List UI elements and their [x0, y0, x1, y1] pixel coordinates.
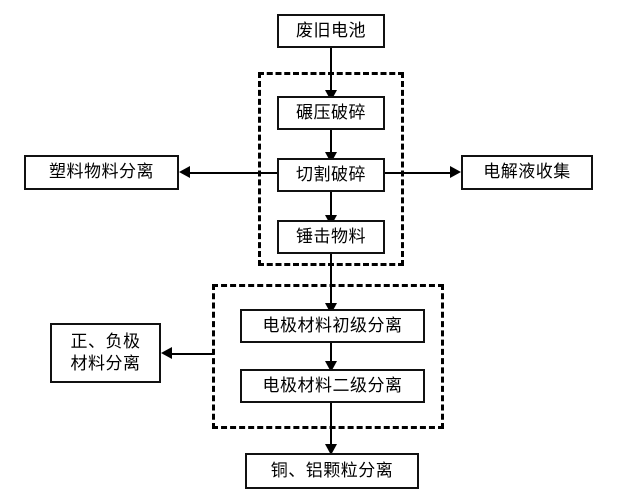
node-plastic-separation[interactable]: 塑料物料分离 [24, 155, 179, 190]
edge-electrode-secondary-to-cu-al-separation [330, 403, 332, 448]
arrowhead-electrolyte-collect [450, 166, 461, 178]
group-separation-stage [212, 284, 444, 429]
edge-separation-stage-to-pos-neg-separation [168, 353, 214, 355]
node-hammering-material[interactable]: 锤击物料 [277, 220, 385, 254]
node-cutting-crushing[interactable]: 切割破碎 [277, 158, 385, 192]
node-pos-neg-separation[interactable]: 正、负极 材料分离 [50, 323, 161, 383]
node-roller-crushing[interactable]: 碾压破碎 [277, 96, 385, 130]
arrowhead-cutting-crushing [325, 152, 337, 163]
edge-cutting-crushing-to-plastic-separation [186, 172, 284, 174]
node-waste-battery[interactable]: 废旧电池 [277, 14, 385, 48]
node-cu-al-separation[interactable]: 铜、铝颗粒分离 [245, 453, 419, 489]
edge-roller-crushing-to-cutting-crushing [330, 130, 332, 156]
node-electrode-secondary[interactable]: 电极材料二级分离 [240, 369, 425, 403]
edge-electrode-primary-to-electrode-secondary [330, 343, 332, 365]
arrowhead-plastic-separation [179, 166, 190, 178]
edge-cutting-crushing-to-hammering-material [330, 192, 332, 219]
edge-waste-battery-to-roller-crushing [330, 47, 332, 93]
arrowhead-electrode-primary [325, 303, 337, 314]
arrowhead-pos-neg-separation [161, 347, 172, 359]
arrowhead-electrode-secondary [325, 361, 337, 372]
arrowhead-roller-crushing [325, 90, 337, 101]
edge-cutting-crushing-to-electrolyte-collect [377, 172, 453, 174]
arrowhead-cu-al-separation [325, 444, 337, 455]
edge-hammering-material-to-electrode-primary [330, 254, 332, 306]
node-electrolyte-collect[interactable]: 电解液收集 [461, 155, 593, 190]
node-electrode-primary[interactable]: 电极材料初级分离 [240, 309, 425, 343]
